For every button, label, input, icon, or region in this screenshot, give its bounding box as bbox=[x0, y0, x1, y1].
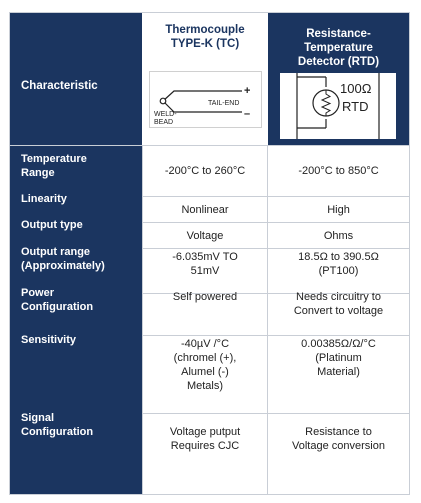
thermocouple-title: Thermocouple TYPE-K (TC) bbox=[143, 23, 267, 51]
resistor-icon bbox=[320, 90, 332, 116]
row-label-line: Output type bbox=[21, 219, 83, 231]
header-divider bbox=[10, 145, 409, 146]
row-label-line: Range bbox=[21, 167, 55, 179]
cell-line: Voltage conversion bbox=[292, 440, 385, 452]
rtd-linearity: High bbox=[327, 204, 350, 216]
tc-output-type: Voltage bbox=[186, 230, 224, 242]
cell-line: -40µV /°C bbox=[180, 338, 230, 350]
row-divider bbox=[143, 413, 409, 414]
rtd-output-range: 18.5Ω to 390.5Ω (PT100) bbox=[268, 250, 409, 278]
row-label-line: Configuration bbox=[21, 426, 94, 438]
header-characteristic-cell bbox=[10, 13, 142, 145]
weld-label-line1: WELD- bbox=[154, 111, 177, 118]
row-label-temperature-range: Temperature Range bbox=[21, 152, 139, 180]
row-label-linearity: Linearity bbox=[21, 192, 139, 206]
row-label-line: Linearity bbox=[21, 193, 67, 205]
row-label-line: Signal bbox=[21, 412, 55, 424]
cell-line: 0.00385Ω/Ω/°C bbox=[301, 338, 376, 350]
tc-output-range: -6.035mV TO 51mV bbox=[143, 250, 267, 278]
rtd-output-type: Ohms bbox=[323, 230, 354, 242]
comparison-table: Characteristic Thermocouple TYPE-K (TC) … bbox=[10, 13, 409, 494]
characteristic-header: Characteristic bbox=[21, 80, 98, 92]
row-label-line: Power bbox=[21, 287, 55, 299]
rtd-title-line1: Resistance- bbox=[306, 28, 371, 40]
weld-bead-icon bbox=[159, 97, 167, 105]
cell-line: 51mV bbox=[190, 265, 220, 277]
row-label-line: Configuration bbox=[21, 301, 94, 313]
weld-label-line2: BEAD bbox=[154, 119, 173, 126]
cell-line: Alumel (-) bbox=[181, 366, 229, 378]
rtd-title: Resistance- Temperature Detector (RTD) bbox=[268, 27, 409, 69]
cell-line: Self powered bbox=[172, 291, 238, 303]
row-label-output-type: Output type bbox=[21, 218, 139, 232]
rtd-diagram: 100Ω RTD bbox=[280, 73, 396, 139]
row-divider bbox=[143, 335, 409, 336]
rtd-title-line3: Detector (RTD) bbox=[297, 56, 380, 68]
rtd-signal-configuration: Resistance to Voltage conversion bbox=[268, 425, 409, 453]
row-divider bbox=[143, 222, 409, 223]
rtd-temperature-range: -200°C to 850°C bbox=[298, 165, 379, 177]
cell-line: Voltage putput bbox=[169, 426, 241, 438]
tc-linearity: Nonlinear bbox=[181, 204, 229, 216]
thermocouple-title-line2: TYPE-K (TC) bbox=[170, 38, 240, 50]
cell-line: Needs circuitry to bbox=[296, 291, 381, 303]
cell-line: Resistance to bbox=[305, 426, 372, 438]
row-label-sensitivity: Sensitivity bbox=[21, 333, 139, 347]
minus-sign: – bbox=[244, 108, 250, 120]
cell-line: -6.035mV TO bbox=[172, 251, 238, 263]
rtd-sensitivity: 0.00385Ω/Ω/°C (Platinum Material) bbox=[268, 337, 409, 379]
label-column bbox=[10, 146, 142, 494]
rtd-title-line2: Temperature bbox=[304, 42, 373, 54]
plus-sign: + bbox=[244, 85, 250, 97]
row-label-line: Temperature bbox=[21, 153, 87, 165]
column-divider-2 bbox=[267, 146, 268, 494]
row-label-power-configuration: Power Configuration bbox=[21, 286, 139, 314]
cell-line: Convert to voltage bbox=[293, 305, 384, 317]
tc-temperature-range: -200°C to 260°C bbox=[164, 165, 246, 177]
cell-line: (PT100) bbox=[318, 265, 359, 277]
row-label-line: Output range bbox=[21, 246, 91, 258]
rtd-resistance-label: 100Ω bbox=[340, 81, 372, 96]
tail-end-label: TAIL-END bbox=[208, 100, 239, 107]
row-label-line: Sensitivity bbox=[21, 334, 77, 346]
rtd-power-configuration: Needs circuitry to Convert to voltage bbox=[268, 290, 409, 318]
row-divider bbox=[143, 196, 409, 197]
cell-line: 18.5Ω to 390.5Ω bbox=[298, 251, 379, 263]
cell-line: Metals) bbox=[186, 380, 224, 392]
rtd-diagram-svg: 100Ω RTD bbox=[296, 73, 380, 139]
thermocouple-positive-wire bbox=[162, 90, 242, 102]
row-label-output-range: Output range (Approximately) bbox=[21, 245, 139, 273]
row-divider bbox=[143, 248, 409, 249]
cell-line: (Platinum bbox=[315, 352, 362, 364]
thermocouple-diagram: + – TAIL-END WELD- BEAD bbox=[149, 71, 262, 128]
cell-line: (chromel (+), bbox=[173, 352, 237, 364]
thermocouple-negative-wire bbox=[162, 100, 242, 113]
cell-line: Requires CJC bbox=[170, 440, 240, 452]
tc-signal-configuration: Voltage putput Requires CJC bbox=[143, 425, 267, 453]
thermocouple-diagram-svg: + – TAIL-END WELD- BEAD bbox=[154, 85, 250, 126]
cell-line: Material) bbox=[317, 366, 360, 378]
thermocouple-title-line1: Thermocouple bbox=[165, 24, 245, 36]
column-divider-1 bbox=[142, 146, 143, 494]
row-label-line: (Approximately) bbox=[21, 260, 105, 272]
tc-power-configuration: Self powered bbox=[143, 290, 267, 304]
row-divider bbox=[143, 293, 409, 294]
row-label-signal-configuration: Signal Configuration bbox=[21, 411, 139, 439]
tc-sensitivity: -40µV /°C (chromel (+), Alumel (-) Metal… bbox=[143, 337, 267, 393]
rtd-type-label: RTD bbox=[342, 99, 368, 114]
